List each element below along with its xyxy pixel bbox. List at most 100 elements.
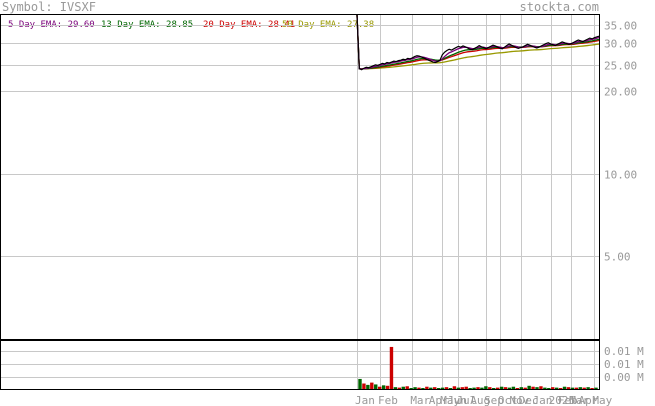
volume-bar bbox=[472, 387, 476, 389]
volume-bar bbox=[535, 387, 539, 389]
volume-bar bbox=[507, 387, 512, 389]
volume-bar bbox=[393, 387, 398, 389]
time-tick-label: Nov bbox=[509, 394, 529, 406]
price-panel bbox=[0, 14, 600, 340]
volume-bar bbox=[460, 387, 464, 389]
volume-axis: 0.01 M0.01 M0.00 M bbox=[604, 345, 644, 384]
volume-bar bbox=[551, 387, 555, 389]
volume-bar bbox=[448, 388, 453, 389]
volume-bar bbox=[358, 378, 362, 389]
time-tick-label: 2025 bbox=[549, 394, 576, 406]
volume-bar bbox=[389, 346, 394, 389]
time-tick-label: Jan bbox=[355, 394, 375, 406]
time-tick-label: Jul bbox=[456, 394, 476, 406]
volume-bar bbox=[452, 386, 457, 389]
time-tick-label: May bbox=[440, 394, 460, 406]
volume-bar bbox=[405, 386, 409, 389]
volume-bar bbox=[519, 387, 523, 389]
time-tick-label: Mar bbox=[410, 394, 430, 406]
volume-bar bbox=[539, 386, 543, 389]
volume-bar bbox=[433, 387, 437, 389]
volume-bar bbox=[531, 386, 535, 389]
volume-bar bbox=[397, 387, 402, 389]
volume-bar bbox=[374, 384, 378, 389]
volume-panel bbox=[0, 340, 600, 390]
volume-bar bbox=[562, 386, 567, 389]
volume-bar bbox=[495, 387, 500, 389]
volume-bar bbox=[385, 385, 390, 389]
volume-bar bbox=[429, 387, 433, 389]
volume-bar bbox=[558, 388, 563, 389]
volume-bar bbox=[456, 387, 461, 389]
volume-bar bbox=[554, 387, 559, 389]
volume-bar bbox=[377, 386, 382, 389]
volume-bar bbox=[515, 388, 520, 389]
time-tick-label: Feb bbox=[378, 394, 398, 406]
volume-bar bbox=[503, 387, 508, 389]
time-tick-label: Jan bbox=[532, 394, 552, 406]
volume-bar bbox=[413, 387, 417, 389]
price-tick-label: 20.00 bbox=[604, 86, 637, 99]
volume-bar bbox=[381, 385, 386, 389]
time-tick-label: Jun bbox=[447, 394, 467, 406]
price-axis: 35.00 30.00 25.00 20.00 10.00 5.00 bbox=[604, 20, 637, 264]
volume-tick-label: 0.01 M bbox=[604, 358, 644, 371]
time-tick-label: Apr bbox=[429, 394, 449, 406]
volume-bar bbox=[366, 384, 370, 389]
price-tick-label: 5.00 bbox=[604, 251, 631, 264]
time-tick-label: Dec bbox=[519, 394, 539, 406]
volume-bar bbox=[436, 388, 441, 389]
volume-bar bbox=[468, 388, 472, 389]
volume-bar bbox=[499, 386, 504, 389]
volume-bar bbox=[543, 387, 547, 389]
volume-bar bbox=[401, 386, 405, 389]
time-tick-label: Feb bbox=[558, 394, 578, 406]
volume-bar bbox=[527, 385, 531, 389]
volume-bar bbox=[476, 387, 480, 389]
time-tick-label: May bbox=[592, 394, 612, 406]
volume-bar bbox=[582, 387, 586, 389]
volume-bar bbox=[574, 387, 579, 389]
volume-bar bbox=[511, 386, 516, 389]
price-tick-label: 35.00 bbox=[604, 20, 637, 33]
time-tick-label: Oct bbox=[498, 394, 518, 406]
volume-bar bbox=[484, 386, 488, 389]
volume-bar bbox=[444, 387, 449, 389]
symbol-label: Symbol: IVSXF bbox=[2, 0, 96, 14]
volume-tick-label: 0.01 M bbox=[604, 345, 644, 358]
price-line bbox=[356, 14, 600, 71]
volume-bar bbox=[464, 386, 468, 389]
time-tick-label: Aug bbox=[470, 394, 490, 406]
volume-grid bbox=[1, 341, 599, 389]
volume-bar bbox=[417, 387, 421, 389]
volume-bar bbox=[425, 386, 429, 389]
time-tick-label: Mar bbox=[569, 394, 589, 406]
price-tick-label: 25.00 bbox=[604, 60, 637, 73]
volume-bar bbox=[590, 388, 594, 389]
volume-bar bbox=[570, 387, 575, 389]
price-tick-label: 30.00 bbox=[604, 38, 637, 51]
time-tick-label: Sep bbox=[484, 394, 504, 406]
volume-bar bbox=[547, 388, 551, 389]
price-grid bbox=[1, 15, 599, 339]
volume-bar bbox=[578, 387, 582, 389]
ema-line bbox=[356, 14, 600, 70]
volume-bar bbox=[480, 387, 484, 389]
volume-bar bbox=[421, 388, 425, 389]
volume-bars bbox=[358, 346, 598, 389]
price-lines bbox=[356, 14, 600, 71]
volume-bar bbox=[370, 382, 374, 389]
volume-bar bbox=[440, 387, 445, 389]
brand-label: stockta.com bbox=[520, 0, 599, 14]
time-tick-label: Apr bbox=[579, 394, 599, 406]
volume-bar bbox=[409, 388, 413, 389]
volume-bar bbox=[594, 387, 598, 389]
volume-bar bbox=[488, 387, 492, 389]
price-tick-label: 10.00 bbox=[604, 169, 637, 182]
volume-bar bbox=[362, 383, 366, 389]
volume-tick-label: 0.00 M bbox=[604, 371, 644, 384]
volume-bar bbox=[492, 388, 496, 389]
volume-bar bbox=[523, 387, 527, 389]
